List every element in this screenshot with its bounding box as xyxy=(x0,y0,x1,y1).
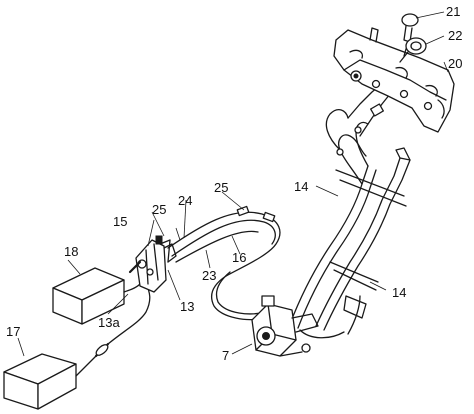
upper-cables xyxy=(325,81,391,185)
plug-22 xyxy=(399,37,427,63)
cable-loop xyxy=(159,205,281,277)
lever-mechanism-15 xyxy=(128,235,177,293)
box-18 xyxy=(52,267,125,325)
label-22: 22 xyxy=(448,28,462,43)
label-16: 16 xyxy=(232,250,246,265)
label-25-left: 25 xyxy=(152,202,166,217)
label-24: 24 xyxy=(178,193,192,208)
label-13a: 13a xyxy=(98,315,120,330)
label-14-lower: 14 xyxy=(392,285,406,300)
gearbox-7 xyxy=(251,295,319,357)
label-7: 7 xyxy=(222,348,229,363)
leader-lines xyxy=(17,11,449,357)
label-25-right: 25 xyxy=(214,180,228,195)
label-14-upper: 14 xyxy=(294,179,308,194)
cable-16 xyxy=(211,271,267,321)
label-15: 15 xyxy=(113,214,127,229)
cable-17 xyxy=(75,283,151,377)
steering-column-14 xyxy=(289,147,411,339)
label-13: 13 xyxy=(180,299,194,314)
label-20: 20 xyxy=(448,56,462,71)
pedal-bracket-20 xyxy=(333,27,455,133)
label-17: 17 xyxy=(6,324,20,339)
box-17 xyxy=(3,353,77,410)
label-23: 23 xyxy=(202,268,216,283)
label-18: 18 xyxy=(64,244,78,259)
label-21: 21 xyxy=(446,4,460,19)
